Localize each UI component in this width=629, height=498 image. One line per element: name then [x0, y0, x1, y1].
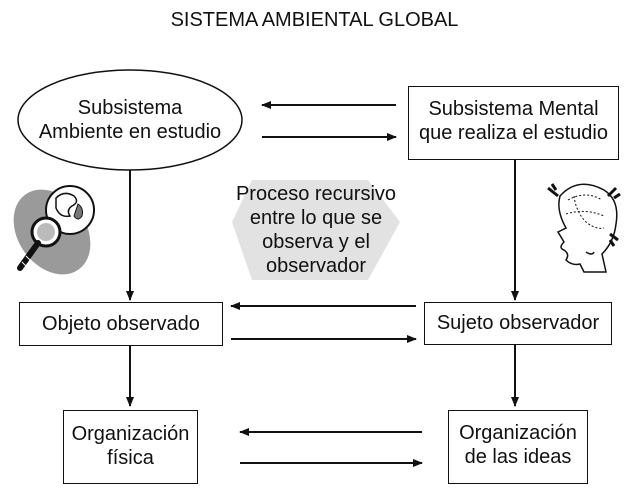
mental-label-line2: que realiza el estudio — [418, 122, 608, 144]
proceso-label-line1: Proceso recursivo — [235, 183, 397, 205]
org-ideas-line1: Organización — [459, 422, 577, 444]
org-fisica-label: Organización física — [63, 422, 198, 470]
ambiente-label: Subsistema Ambiente en estudio — [18, 96, 242, 144]
proceso-label-line2: entre lo que se — [249, 207, 383, 229]
proceso-hexagon — [232, 180, 400, 280]
thinking-head-icon — [547, 183, 621, 273]
ambiente-label-line2: Ambiente en estudio — [38, 121, 222, 143]
mental-label-line1: Subsistema Mental — [428, 98, 599, 120]
org-ideas-box — [448, 410, 588, 484]
objeto-box — [19, 302, 223, 346]
mental-box — [408, 86, 619, 160]
proceso-label: Proceso recursivo entre lo que se observ… — [232, 182, 400, 278]
sujeto-label: Sujeto observador — [436, 312, 600, 334]
globe-magnifier-icon — [13, 185, 95, 275]
ambiente-label-line1: Subsistema — [77, 97, 183, 119]
proceso-label-line3: observa y el — [262, 231, 370, 253]
org-fisica-box — [63, 410, 198, 484]
org-ideas-line2: de las ideas — [464, 446, 572, 468]
objeto-label: Objeto observado — [42, 313, 200, 335]
proceso-label-line4: observador — [265, 255, 367, 277]
org-ideas-label: Organización de las ideas — [448, 421, 588, 469]
mental-label: Subsistema Mental que realiza el estudio — [408, 97, 619, 145]
org-fisica-line2: física — [107, 447, 154, 469]
org-fisica-line1: Organización — [71, 423, 190, 445]
sujeto-box — [424, 302, 612, 345]
diagram-title: SISTEMA AMBIENTAL GLOBAL — [170, 9, 459, 31]
